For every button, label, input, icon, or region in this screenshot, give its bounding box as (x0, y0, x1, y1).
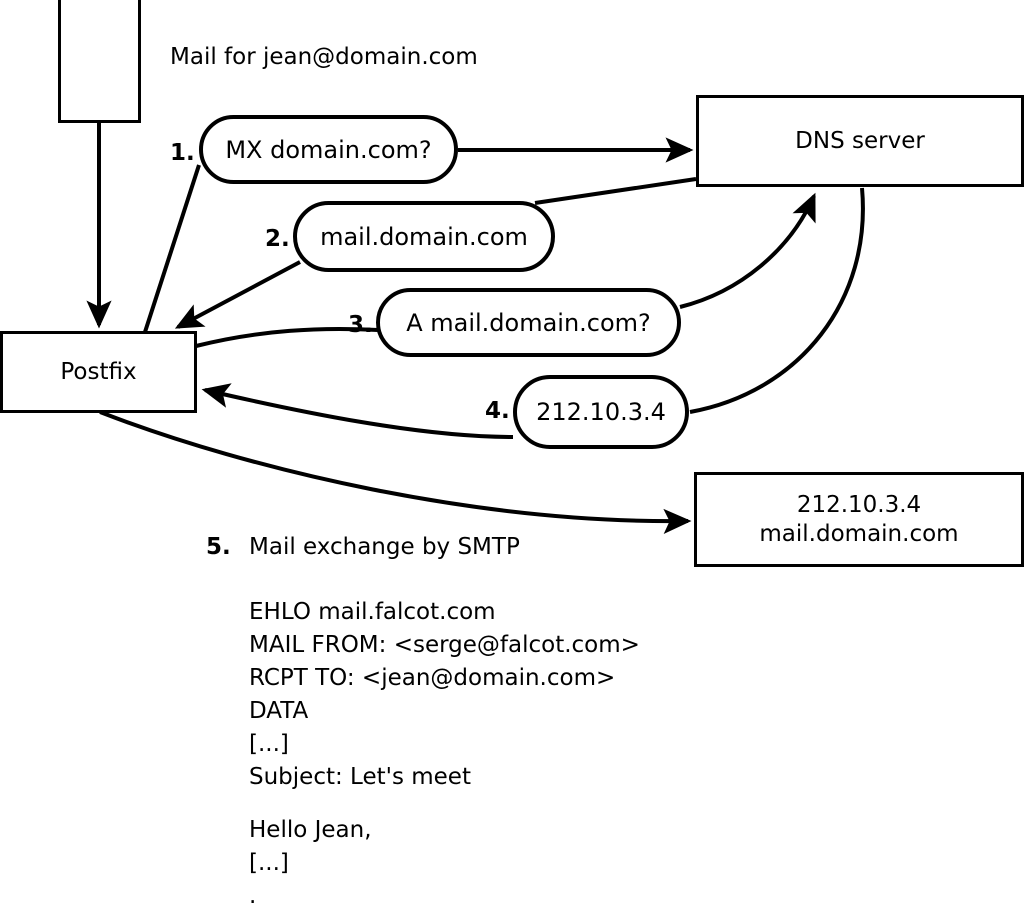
smtp-line: Subject: Let's meet (249, 764, 471, 790)
edge-step5-postfix-to-target (99, 410, 692, 534)
edge-step2-dns-to-bubble (534, 177, 697, 205)
smtp-line-blank (249, 794, 640, 814)
smtp-line: Hello Jean, (249, 817, 372, 843)
step-2-bubble: mail.domain.com (293, 201, 555, 272)
edge-step4-dns-to-bubble (689, 187, 865, 414)
postfix-box: Postfix (0, 331, 197, 413)
step-4-number: 4. (485, 398, 510, 424)
step-2-number: 2. (265, 226, 290, 252)
step-4-bubble: 212.10.3.4 (513, 375, 689, 449)
dns-server-box: DNS server (696, 95, 1024, 187)
smtp-transcript: EHLO mail.falcot.com MAIL FROM: <serge@f… (249, 596, 640, 913)
edge-step4-bubble-to-postfix (201, 383, 514, 439)
step-5-number: 5. (206, 534, 231, 560)
smtp-line: [...] (249, 850, 289, 876)
smtp-line: . (249, 883, 257, 909)
edge-step2-bubble-to-postfix (174, 260, 301, 329)
step-1-bubble: MX domain.com? (199, 115, 458, 184)
edge-step1-postfix-to-bubble (143, 164, 201, 333)
target-ip-line: 212.10.3.4 (796, 492, 922, 519)
smtp-line: MAIL FROM: <serge@falcot.com> (249, 632, 640, 658)
edge-step3-bubble-to-dns (679, 192, 816, 309)
page-title: Mail for jean@domain.com (170, 44, 478, 70)
smtp-line: DATA (249, 698, 309, 724)
smtp-line: EHLO mail.falcot.com (249, 599, 496, 625)
target-host-line: mail.domain.com (759, 520, 959, 547)
smtp-line: [...] (249, 731, 289, 757)
step-3-bubble: A mail.domain.com? (376, 288, 681, 357)
step-3-number: 3. (348, 312, 373, 338)
edge-step3-postfix-to-bubble (195, 326, 379, 348)
smtp-line: RCPT TO: <jean@domain.com> (249, 665, 616, 691)
step-1-number: 1. (170, 140, 195, 166)
step-5-label: Mail exchange by SMTP (249, 534, 520, 560)
target-mail-server-box: 212.10.3.4 mail.domain.com (694, 472, 1024, 567)
sender-client-box (58, 0, 141, 123)
